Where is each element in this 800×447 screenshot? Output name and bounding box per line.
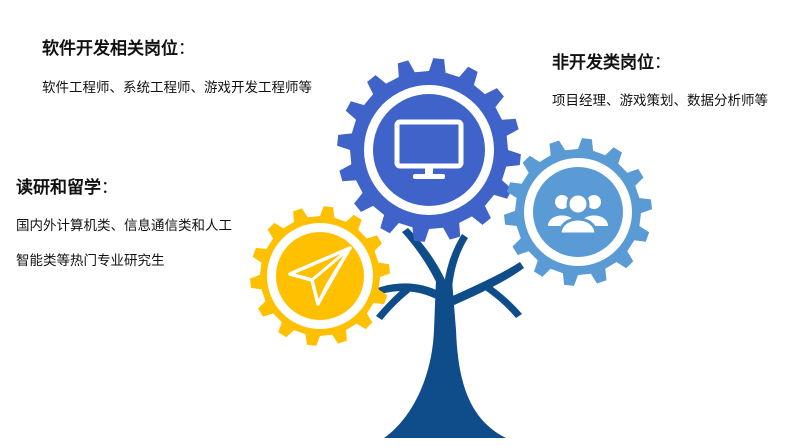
tree bbox=[372, 228, 524, 438]
tree-branch-center bbox=[402, 228, 448, 290]
non-dev-colon: ： bbox=[654, 53, 671, 73]
people-gear bbox=[504, 138, 652, 286]
non-dev-description: 项目经理、游戏策划、数据分析师等 bbox=[552, 93, 768, 109]
non-dev-heading: 非开发类岗位： bbox=[552, 48, 671, 73]
paper-plane-gear bbox=[250, 206, 390, 346]
tree-branch-mid bbox=[444, 234, 468, 288]
software-dev-colon: ： bbox=[178, 39, 195, 59]
non-dev-title: 非开发类岗位 bbox=[552, 53, 654, 73]
people-icon bbox=[548, 192, 608, 236]
paper-plane-icon bbox=[288, 246, 352, 306]
software-dev-description: 软件工程师、系统工程师、游戏开发工程师等 bbox=[42, 80, 312, 96]
study-description-line1: 国内外计算机类、信息通信类和人工 bbox=[16, 218, 232, 234]
software-dev-title: 软件开发相关岗位 bbox=[42, 39, 178, 59]
monitor-gear-hub bbox=[373, 94, 485, 206]
monitor-gear bbox=[337, 58, 521, 242]
software-dev-heading: 软件开发相关岗位： bbox=[42, 34, 195, 59]
tree-branch-left bbox=[372, 283, 440, 300]
study-description-line2: 智能类等热门专业研究生 bbox=[16, 253, 165, 269]
paper-plane-gear-hub bbox=[276, 232, 364, 320]
study-title: 读研和留学 bbox=[16, 178, 101, 198]
tree-twig-left bbox=[376, 286, 410, 320]
tree-twig-right bbox=[482, 282, 522, 318]
monitor-icon bbox=[394, 119, 464, 179]
tree-trunk bbox=[384, 280, 506, 438]
study-colon: ： bbox=[101, 178, 118, 198]
study-heading: 读研和留学： bbox=[16, 173, 118, 198]
